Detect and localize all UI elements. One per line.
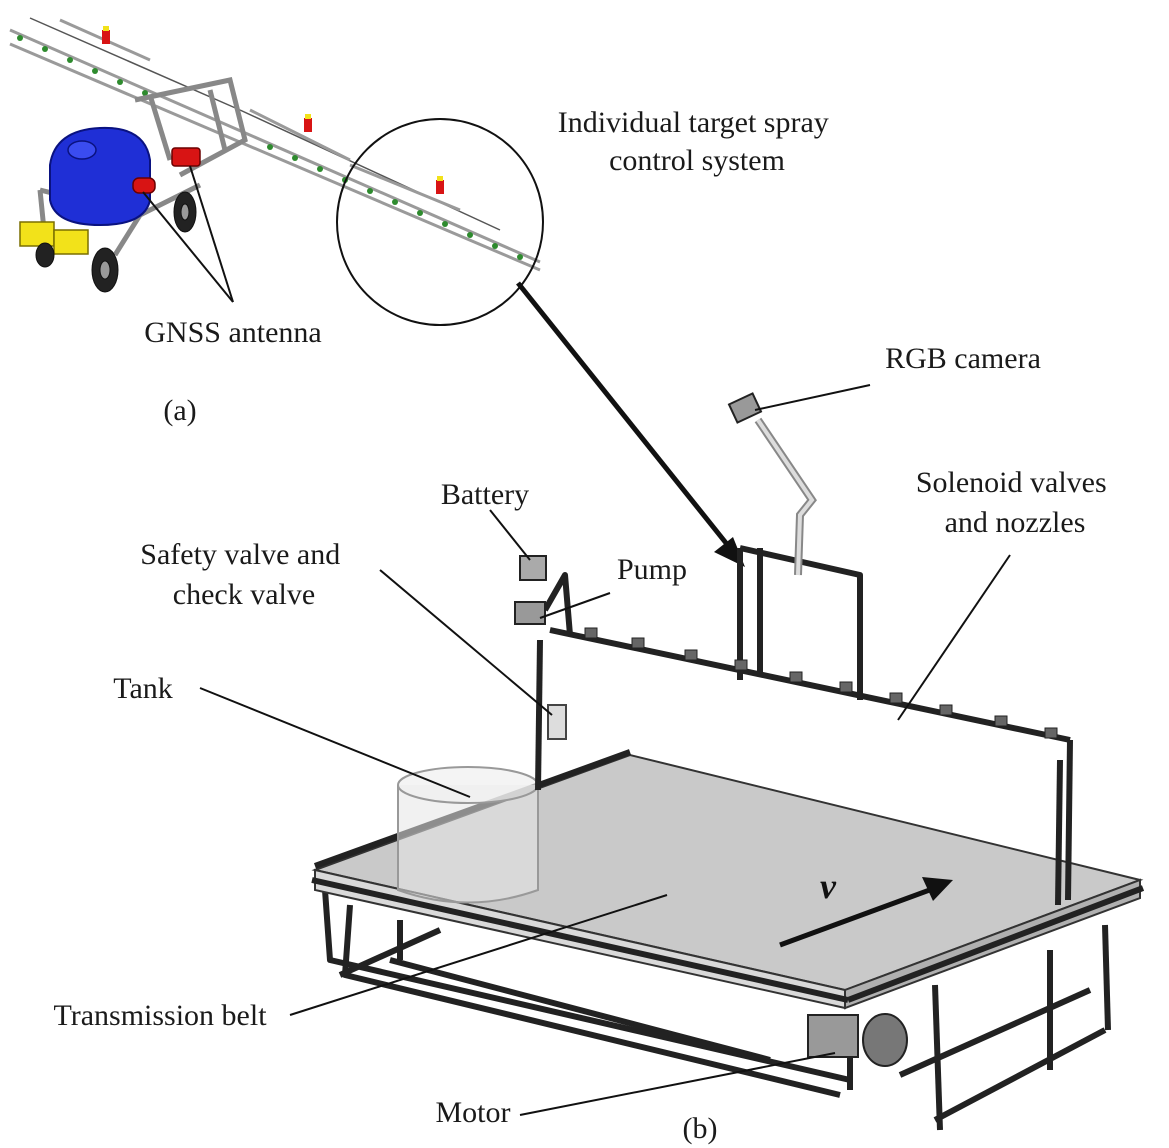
battery-label: Battery <box>441 478 529 511</box>
bench-upper-frame <box>535 545 1073 906</box>
panel-a-label: (a) <box>163 394 196 427</box>
vehicle-wheels <box>35 191 197 293</box>
transparent-tank <box>397 766 539 904</box>
motor-label: Motor <box>436 1096 511 1129</box>
boom-camera-markers <box>102 26 444 194</box>
belt-right-rail <box>846 885 1145 1003</box>
transmission-belt-leader <box>289 894 668 1016</box>
spray-control-label: Individual target spray control system <box>558 106 837 177</box>
tank-label: Tank <box>113 672 173 705</box>
rgb-camera-body <box>727 392 763 424</box>
battery-leader <box>489 509 531 561</box>
gnss-leader-2 <box>189 165 234 303</box>
tank-leader <box>199 687 471 798</box>
rgb-camera-label: RGB camera <box>885 342 1041 375</box>
zoom-arrow-shaft <box>516 281 732 550</box>
sprayer-vehicle <box>9 17 541 293</box>
rgb-camera-leader <box>754 384 871 411</box>
solenoid-leader <box>897 554 1011 721</box>
pump-label: Pump <box>617 553 687 586</box>
motor-unit <box>807 1013 908 1067</box>
safety-valve-leader <box>379 569 553 716</box>
velocity-label: v <box>820 866 837 906</box>
zoom-circle <box>336 118 544 326</box>
velocity-arrow-shaft <box>779 885 936 948</box>
vehicle-tank <box>49 126 151 227</box>
solenoid-label: Solenoid valves and nozzles <box>916 466 1114 539</box>
safety-valve-unit <box>547 704 567 740</box>
test-bench <box>311 392 1145 1131</box>
motor-leader <box>519 1052 836 1116</box>
gnss-leader-1 <box>142 191 234 303</box>
safety-valve-label: Safety valve and check valve <box>140 538 347 611</box>
pump-leader <box>539 592 611 619</box>
solenoid-nozzles <box>584 627 1058 739</box>
camera-mount <box>727 392 817 576</box>
belt-front-rail <box>311 877 849 1003</box>
pump-unit <box>514 601 546 625</box>
gnss-label: GNSS antenna <box>144 316 321 349</box>
velocity-arrow-head <box>922 877 953 901</box>
gnss-antenna-units <box>132 147 201 194</box>
vehicle-battery-boxes <box>19 221 89 255</box>
battery-box <box>519 555 547 581</box>
transmission-belt-label: Transmission belt <box>53 999 267 1032</box>
panel-b-label: (b) <box>683 1112 718 1145</box>
